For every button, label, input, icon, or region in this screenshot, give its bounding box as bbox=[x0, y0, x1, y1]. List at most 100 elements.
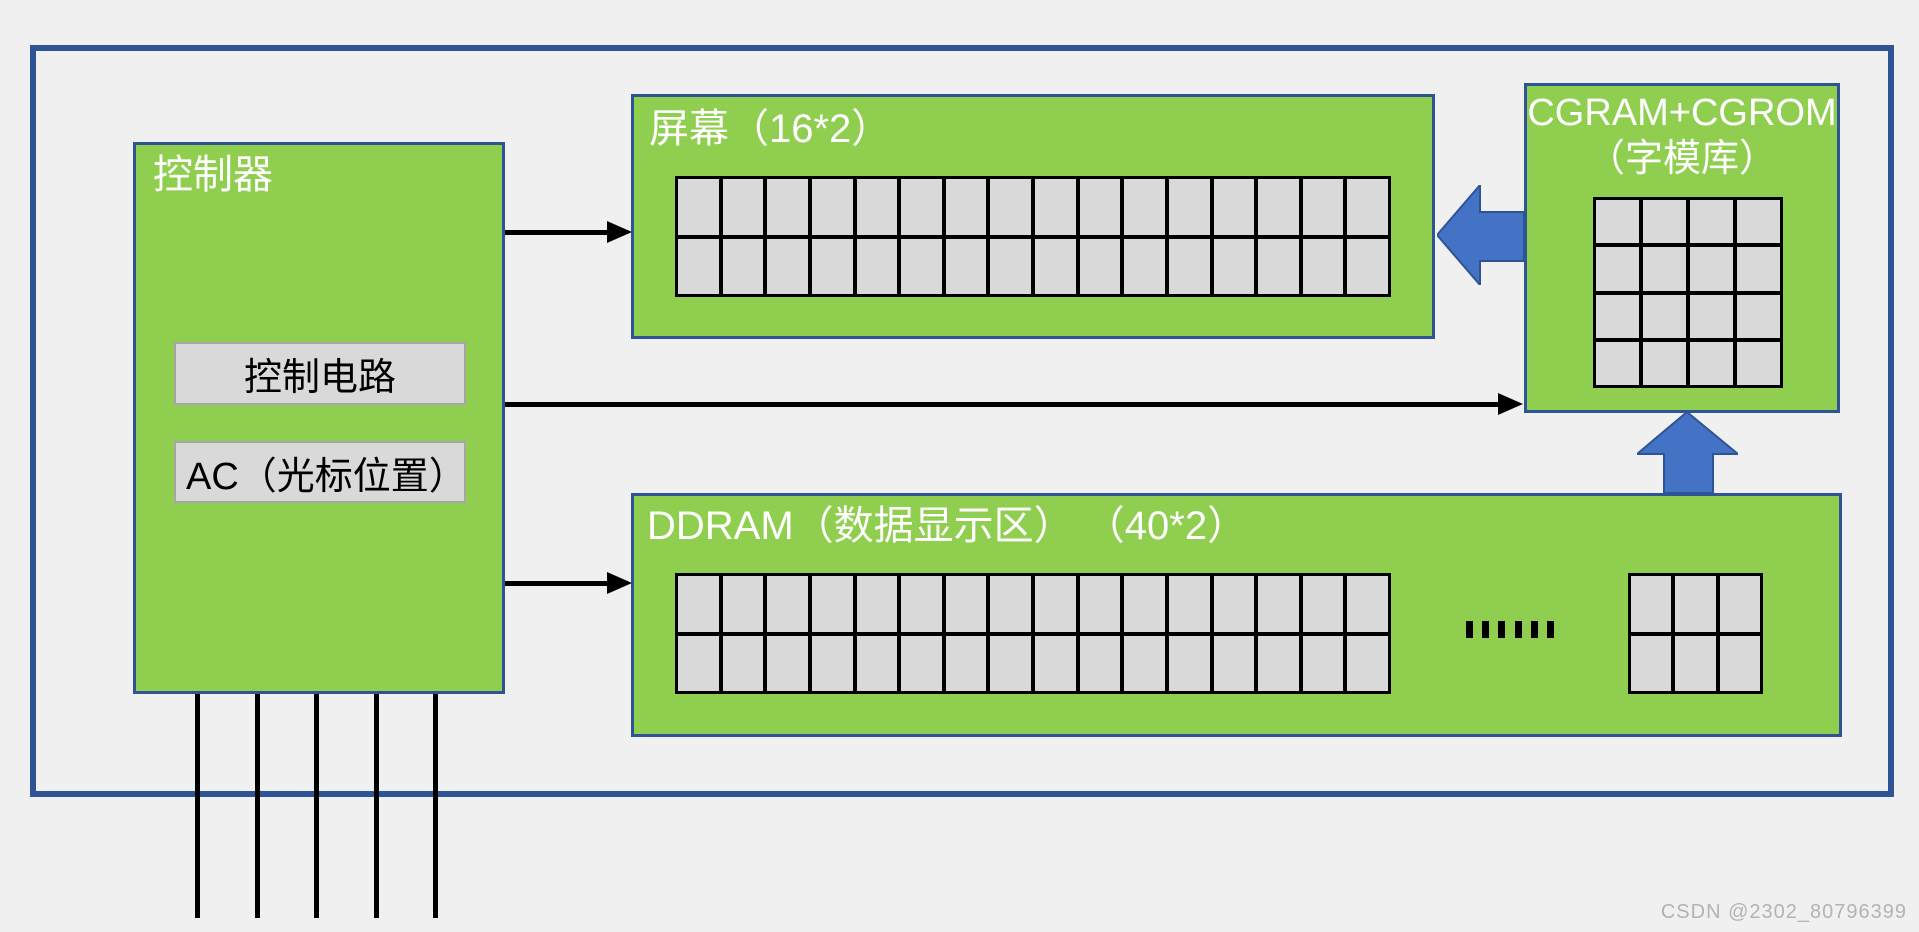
screen-grid-cell bbox=[1302, 238, 1344, 294]
ddram-small-grid-cell bbox=[1631, 576, 1672, 632]
ddram-main-grid-cell bbox=[1347, 576, 1388, 632]
screen-grid-cell bbox=[1347, 238, 1388, 294]
ddram-main-grid-cell bbox=[1124, 635, 1165, 691]
ddram-main-grid-cell bbox=[901, 635, 942, 691]
screen-grid-cell bbox=[1347, 179, 1388, 235]
ellipsis-dot bbox=[1482, 621, 1490, 638]
screen-grid-cell bbox=[678, 238, 719, 294]
screen-grid-cell bbox=[767, 238, 808, 294]
ddram-main-grid-cell bbox=[722, 635, 764, 691]
ellipsis-dot bbox=[1466, 621, 1473, 638]
controller-pin bbox=[314, 694, 319, 918]
ddram-main-grid-cell bbox=[811, 576, 853, 632]
cgram-title-line2: （字模库） bbox=[1586, 138, 1777, 180]
controller-title: 控制器 bbox=[153, 153, 273, 197]
ac-cursor-box: AC（光标位置） bbox=[174, 441, 467, 503]
screen-grid-cell bbox=[901, 238, 942, 294]
screen-grid-cell bbox=[1302, 179, 1344, 235]
ddram-small-grid-cell bbox=[1675, 576, 1716, 632]
screen-grid-cell bbox=[767, 179, 808, 235]
screen-grid-cell bbox=[901, 179, 942, 235]
screen-grid-cell bbox=[856, 238, 898, 294]
ddram-main-grid bbox=[675, 573, 1391, 694]
cgram-grid-cell bbox=[1737, 200, 1780, 244]
ddram-main-grid-cell bbox=[767, 635, 808, 691]
controller-to-ddram-arrow-head bbox=[607, 572, 632, 594]
cgram-grid-cell bbox=[1596, 247, 1639, 291]
ddram-main-grid-cell bbox=[1079, 576, 1121, 632]
screen-grid-cell bbox=[990, 238, 1031, 294]
cgram-grid-cell bbox=[1690, 294, 1733, 338]
ddram-main-grid-cell bbox=[945, 635, 987, 691]
screen-grid-cell bbox=[1035, 179, 1076, 235]
screen-grid-cell bbox=[1168, 179, 1210, 235]
cgram-grid-cell bbox=[1737, 247, 1780, 291]
controller-pin bbox=[433, 694, 438, 918]
cgram-grid-cell bbox=[1643, 247, 1686, 291]
ddram-main-grid-cell bbox=[856, 635, 898, 691]
screen-grid-cell bbox=[722, 179, 764, 235]
cgram-grid-cell bbox=[1690, 341, 1733, 385]
screen-grid-cell bbox=[722, 238, 764, 294]
cgram-grid-cell bbox=[1596, 341, 1639, 385]
ddram-main-grid-cell bbox=[1347, 635, 1388, 691]
ellipsis-dot bbox=[1514, 621, 1522, 638]
cgram-grid-cell bbox=[1596, 294, 1639, 338]
ddram-main-grid-cell bbox=[767, 576, 808, 632]
cgram-grid-cell bbox=[1643, 341, 1686, 385]
screen-grid bbox=[675, 176, 1391, 297]
screen-grid-cell bbox=[1168, 238, 1210, 294]
ddram-small-grid-cell bbox=[1719, 635, 1760, 691]
ddram-main-grid-cell bbox=[990, 576, 1031, 632]
ddram-main-grid-cell bbox=[678, 576, 719, 632]
ddram-title: DDRAM（数据显示区） （40*2） bbox=[647, 504, 1248, 548]
screen-grid-cell bbox=[945, 238, 987, 294]
cgram-grid bbox=[1593, 197, 1783, 388]
ddram-small-grid-cell bbox=[1719, 576, 1760, 632]
screen-grid-cell bbox=[811, 238, 853, 294]
screen-grid-cell bbox=[1079, 238, 1121, 294]
controller-to-cgram-arrow-line bbox=[505, 402, 1500, 407]
ddram-main-grid-cell bbox=[678, 635, 719, 691]
controller-block: 控制器 控制电路 AC（光标位置） bbox=[133, 142, 505, 694]
cgram-grid-cell bbox=[1737, 341, 1780, 385]
ddram-main-grid-cell bbox=[1302, 635, 1344, 691]
ddram-main-grid-cell bbox=[945, 576, 987, 632]
ddram-main-grid-cell bbox=[1035, 576, 1076, 632]
screen-grid-cell bbox=[1124, 179, 1165, 235]
cgram-grid-cell bbox=[1690, 247, 1733, 291]
controller-pin bbox=[254, 694, 260, 918]
ddram-main-grid-cell bbox=[1124, 576, 1165, 632]
control-circuit-label: 控制电路 bbox=[243, 357, 396, 399]
ddram-ellipsis bbox=[1466, 621, 1554, 638]
ddram-main-grid-cell bbox=[722, 576, 764, 632]
screen-grid-cell bbox=[1258, 238, 1299, 294]
ddram-main-grid-cell bbox=[1302, 576, 1344, 632]
screen-grid-cell bbox=[1124, 238, 1165, 294]
controller-to-screen-arrow-head bbox=[607, 221, 632, 243]
ellipsis-dot bbox=[1530, 621, 1538, 638]
ddram-main-grid-cell bbox=[1213, 576, 1255, 632]
screen-grid-cell bbox=[678, 179, 719, 235]
screen-grid-cell bbox=[856, 179, 898, 235]
cgram-grid-cell bbox=[1737, 294, 1780, 338]
ddram-main-grid-cell bbox=[1258, 576, 1299, 632]
cgram-title-line1: CGRAM+CGROM bbox=[1527, 92, 1837, 134]
ddram-main-grid-cell bbox=[1035, 635, 1076, 691]
controller-to-screen-arrow-line bbox=[505, 230, 610, 235]
ac-cursor-label: AC（光标位置） bbox=[186, 455, 467, 498]
ddram-main-grid-cell bbox=[1168, 635, 1210, 691]
ellipsis-dot bbox=[1546, 621, 1554, 638]
screen-grid-cell bbox=[945, 179, 987, 235]
screen-grid-cell bbox=[990, 179, 1031, 235]
controller-pin bbox=[195, 694, 200, 918]
cgram-grid-cell bbox=[1643, 294, 1686, 338]
ddram-to-cgram-block-arrow bbox=[1637, 412, 1738, 493]
ddram-main-grid-cell bbox=[990, 635, 1031, 691]
cgram-grid-cell bbox=[1643, 200, 1686, 244]
cgram-grid-cell bbox=[1596, 200, 1639, 244]
ddram-main-grid-cell bbox=[856, 576, 898, 632]
controller-to-ddram-arrow-line bbox=[505, 581, 610, 586]
ddram-small-grid-cell bbox=[1631, 635, 1672, 691]
